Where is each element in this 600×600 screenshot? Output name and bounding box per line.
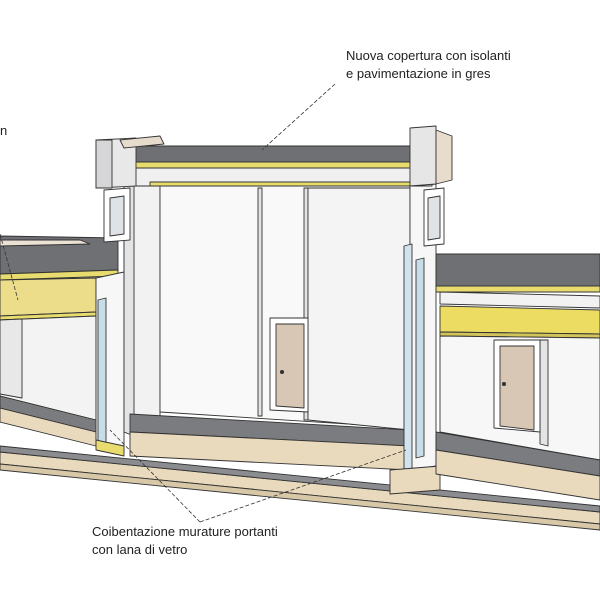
annotation-walls: Coibentazione murature portanti con lana… <box>92 523 278 559</box>
leader-walls-right <box>199 449 407 523</box>
leader-walls-left <box>109 429 201 523</box>
leader-lines <box>0 83 407 523</box>
annotation-cut-left: n <box>0 122 7 140</box>
foundation <box>0 445 600 531</box>
annotation-roof-line-2: e pavimentazione in gres <box>346 66 491 81</box>
central-roof <box>95 125 453 247</box>
right-wing <box>435 253 600 501</box>
leader-edge <box>0 233 19 301</box>
annotation-walls-line-2: con lana di vetro <box>92 542 188 557</box>
annotation-walls-line-1: Coibentazione murature portanti <box>92 524 278 539</box>
annotation-cut-left-text: n <box>0 123 8 138</box>
left-wing <box>0 235 125 457</box>
annotation-roof: Nuova copertura con isolanti e pavimenta… <box>346 47 511 83</box>
central-block <box>123 177 441 495</box>
leader-roof <box>261 83 336 151</box>
annotation-roof-line-1: Nuova copertura con isolanti <box>346 48 511 63</box>
